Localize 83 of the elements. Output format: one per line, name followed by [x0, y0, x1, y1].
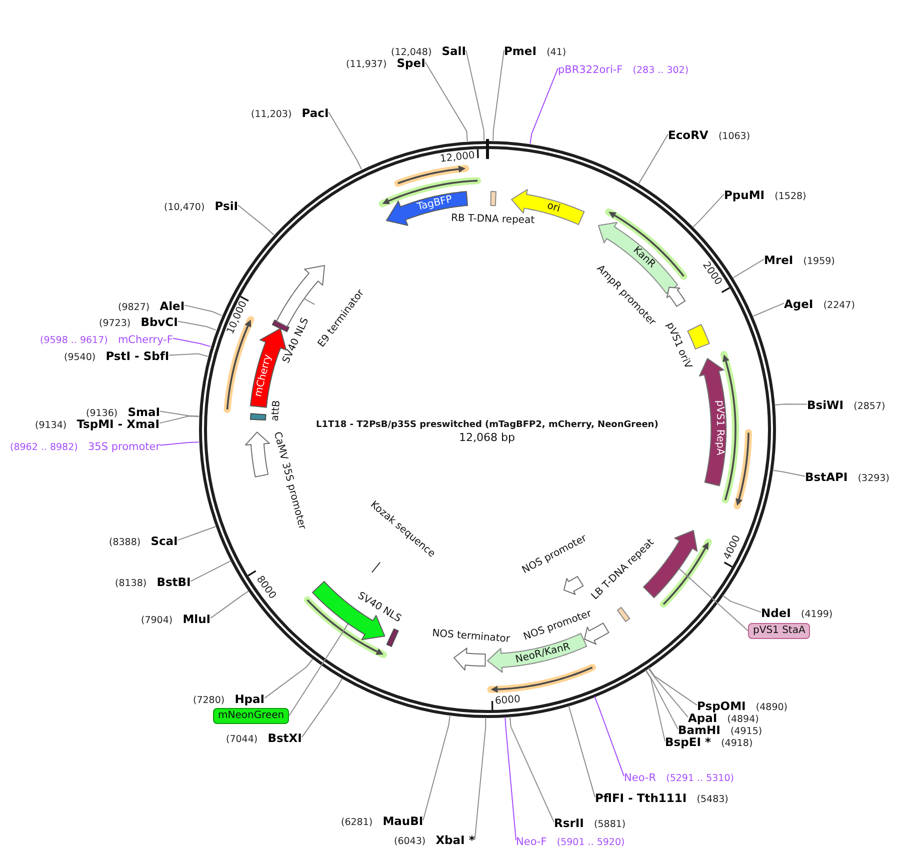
leader-line — [238, 204, 274, 236]
leader-line — [492, 50, 504, 142]
leader-line — [158, 416, 200, 424]
enzyme-site-label: (9540) PstI - SbfI — [64, 346, 170, 364]
leader-line — [474, 717, 486, 840]
leader-line — [288, 623, 349, 716]
leader-line — [177, 526, 216, 541]
enzyme-site-label: (7280) HpaI — [193, 689, 265, 708]
leader-line — [172, 338, 212, 348]
primer-label: pBR322ori-F (283 .. 302) — [558, 59, 689, 78]
leader-line — [190, 560, 231, 582]
leader-line — [752, 302, 784, 317]
leader-line — [644, 670, 666, 742]
leader-line — [264, 658, 314, 699]
primer-label: Neo-F (5901 .. 5920) — [516, 831, 625, 850]
enzyme-site-label: (7044) BstXI — [226, 728, 302, 746]
leader-line — [210, 590, 249, 619]
primer-label: (9598 .. 9617) mCherry-F — [40, 329, 173, 348]
primer-label: Neo-R (5291 .. 5310) — [624, 767, 734, 786]
enzyme-site-label: PmeI (41) — [504, 41, 566, 60]
leader-line — [772, 470, 806, 477]
enzyme-site-label: NdeI (4199) — [761, 603, 833, 622]
leader-line — [510, 716, 554, 823]
enzyme-site-label: (6043) XbaI * — [394, 830, 475, 848]
enzyme-site-label: (6281) MauBI — [341, 811, 424, 830]
leader-line — [328, 112, 362, 170]
leader-line — [160, 410, 200, 417]
leader-line — [594, 696, 624, 777]
leader-line — [568, 705, 596, 798]
enzyme-site-label: AgeI (2247) — [784, 294, 855, 312]
leader-line — [732, 258, 764, 278]
leader-line — [648, 667, 698, 706]
leader-line — [177, 320, 216, 331]
enzyme-site-label: (8138) BstBI — [115, 572, 191, 590]
leader-line — [424, 62, 468, 142]
feature-label: TagBFP — [416, 194, 454, 214]
enzyme-site-label: (7904) MluI — [141, 609, 211, 628]
feature-label: SV40 NLS — [280, 316, 312, 366]
enzyme-site-label: (12,048) SalI — [391, 41, 466, 60]
leader-line — [648, 668, 688, 718]
feature-label: pVS1 RepA — [713, 400, 725, 456]
primer-label: (8962 .. 8982) 35S promoter — [10, 436, 160, 454]
enzyme-site-label: BstAPI (3293) — [805, 467, 890, 486]
enzyme-site-label: (9136) SmaI — [86, 402, 160, 420]
leader-line — [304, 298, 316, 305]
feature-label: attB — [270, 399, 284, 422]
sequence-length: 12,068 bp — [459, 432, 515, 444]
leader-line — [168, 353, 208, 357]
enzyme-site-label: EcoRV (1063) — [668, 125, 750, 144]
enzyme-site-label: MreI (1959) — [764, 250, 835, 268]
enzyme-site-label: RsrII (5881) — [554, 813, 626, 832]
leader-line — [722, 595, 762, 613]
scale-label: 6000 — [494, 694, 521, 708]
enzyme-site-label: (10,470) PsiI — [164, 196, 238, 214]
feature-label: ori — [546, 200, 562, 215]
enzyme-site-label: (11,203) PacI — [251, 103, 329, 122]
feature-label: mCherry — [252, 353, 274, 398]
enzyme-site-label: (9723) BbvCI — [99, 312, 178, 330]
leader-line — [774, 404, 808, 406]
plasmid-name: L1T18 - T2PsB/p35S preswitched (mTagBFP2, mCherry, NeonGreen) — [316, 420, 658, 430]
enzyme-site-label: PspOMI (4890) — [697, 696, 788, 714]
leader-line — [645, 669, 678, 730]
leader-line — [678, 568, 748, 632]
enzyme-site-label: (8388) ScaI — [109, 531, 178, 550]
enzyme-site-label: BsiWI (2857) — [807, 395, 886, 414]
leader-line — [301, 678, 343, 738]
leader-line — [160, 442, 200, 446]
feature-label: RB T-DNA repeat — [450, 212, 535, 227]
scale-label: 4000 — [722, 534, 744, 562]
leader-line — [184, 304, 222, 316]
enzyme-site-label: PpuMI (1528) — [724, 185, 806, 204]
leader-line — [638, 134, 668, 184]
feature-tag: mNeonGreen — [213, 708, 290, 724]
leader-line — [530, 68, 558, 144]
leader-line — [692, 194, 724, 228]
enzyme-site-label: PflFI - Tth111I (5483) — [595, 788, 728, 806]
feature-label: NOS terminator — [432, 628, 510, 646]
scale-label: 12,000 — [439, 150, 476, 166]
feature-tag: pVS1 StaA — [748, 623, 810, 638]
leader-line — [422, 714, 450, 821]
leader-line — [466, 50, 484, 142]
leader-line — [504, 716, 516, 841]
enzyme-site-label: (9827) AleI — [118, 296, 185, 314]
